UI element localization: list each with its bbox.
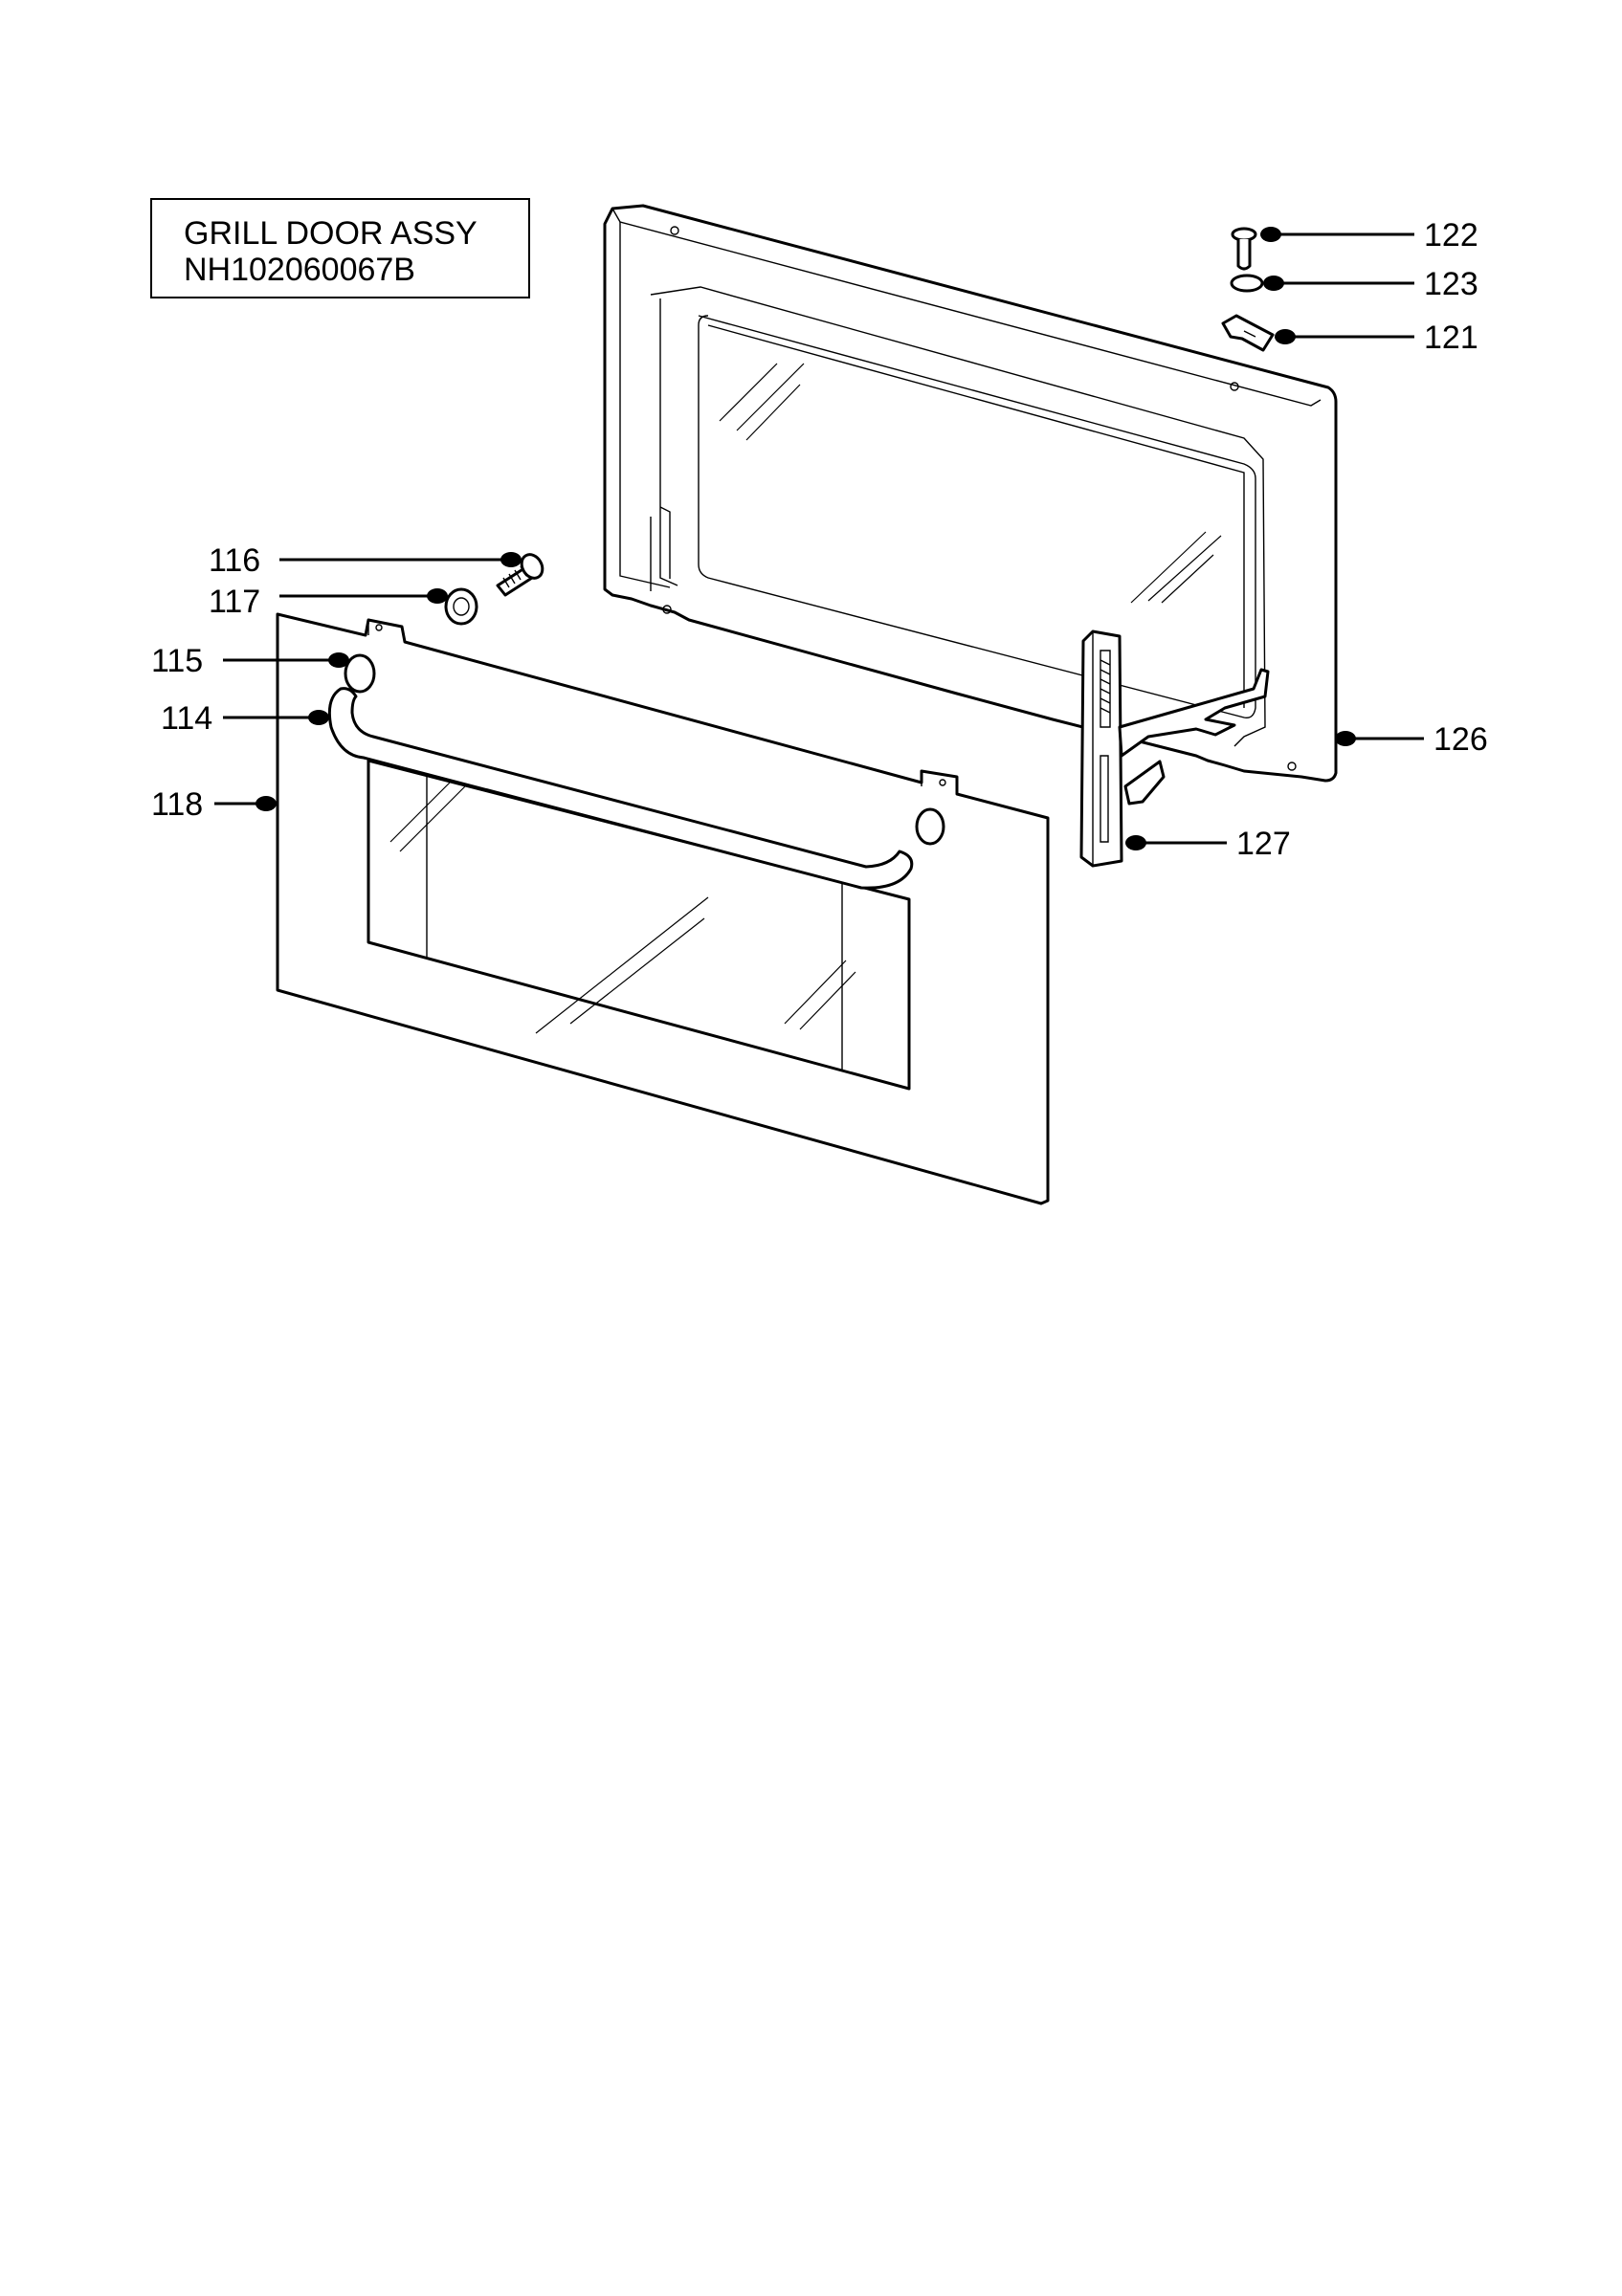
callout-121: 121 — [1424, 320, 1478, 356]
title-box: GRILL DOOR ASSY NH102060067B — [150, 198, 530, 298]
callout-123: 123 — [1424, 266, 1478, 302]
callout-126: 126 — [1433, 721, 1488, 758]
outer-door-panel — [276, 612, 1050, 1205]
clip — [1221, 314, 1275, 352]
callout-122: 122 — [1424, 217, 1478, 254]
handle-screw — [496, 553, 544, 597]
callout-117: 117 — [209, 584, 260, 620]
inner-door-panel — [603, 204, 1338, 783]
callout-118: 118 — [151, 786, 203, 823]
leaders — [214, 227, 1424, 850]
rivet — [1231, 227, 1257, 271]
callout-116: 116 — [209, 542, 260, 579]
callout-127: 127 — [1236, 826, 1291, 862]
callout-115: 115 — [151, 643, 203, 679]
assembly-part-number: NH102060067B — [184, 252, 415, 288]
hinge-assembly — [1079, 629, 1270, 868]
callout-114: 114 — [161, 700, 212, 737]
o-ring — [1230, 274, 1264, 293]
assembly-title: GRILL DOOR ASSY — [184, 215, 478, 252]
washer — [444, 587, 478, 626]
handle-end-caps — [344, 653, 945, 846]
door-handle — [327, 687, 914, 890]
